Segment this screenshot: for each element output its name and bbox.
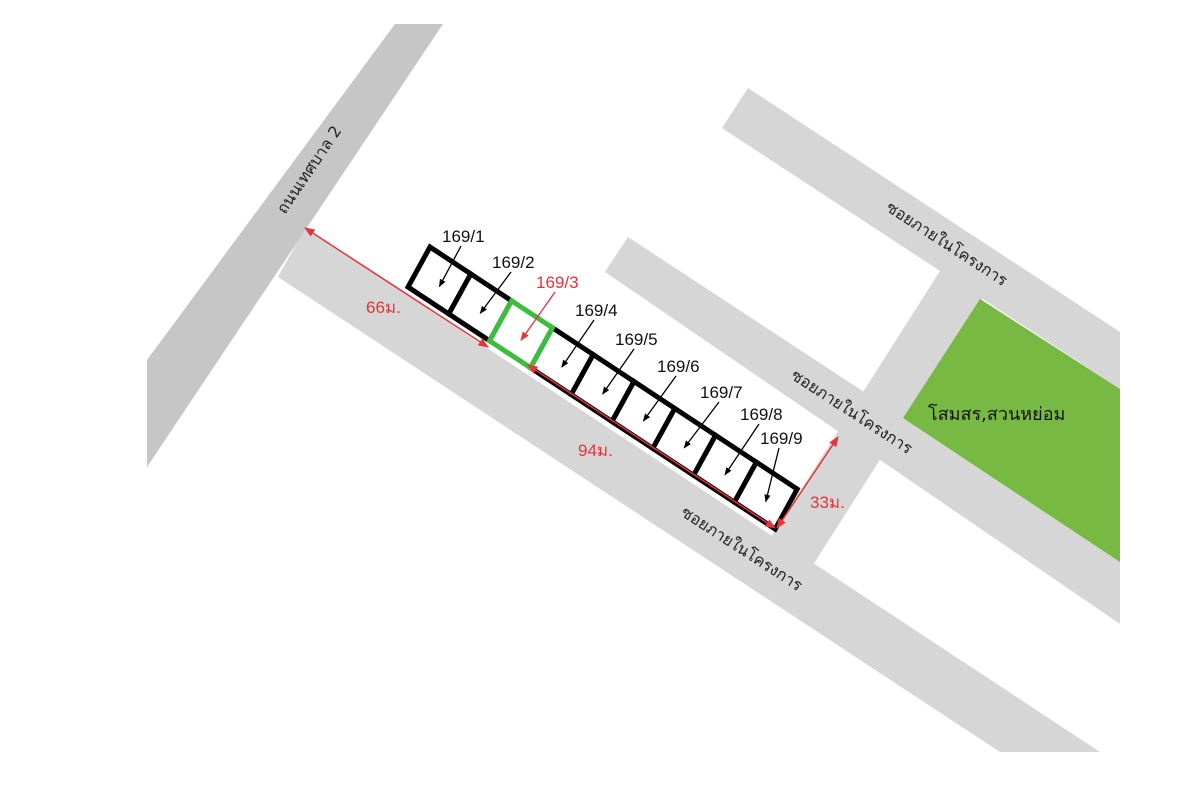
plot-label: 169/1 [442,227,485,246]
soi-top-road [722,88,1120,389]
dimension-33-label: 33ม. [810,493,845,512]
dimension-94-line [527,364,776,529]
plot-arrow-icon [520,291,556,341]
plot-label: 169/7 [700,383,743,402]
plot-label: 169/8 [740,405,783,424]
dimension-94-label: 94ม. [578,441,613,460]
park-label: โสมสร,สวนหย่อม [928,403,1065,425]
plot-label: 169/2 [492,253,535,272]
dimension-66-line [304,227,489,348]
plot-label: 169/4 [575,301,618,320]
park-area [903,299,1120,562]
major-road [147,24,443,467]
plot-label: 169/3 [536,273,579,292]
plot-label: 169/9 [760,429,803,448]
dimension-33-line [776,436,839,529]
dimension-66-label: 66ม. [366,298,401,317]
plot-label: 169/6 [657,357,700,376]
plot-arrow-icon [561,319,595,368]
plot-label: 169/5 [615,330,658,349]
